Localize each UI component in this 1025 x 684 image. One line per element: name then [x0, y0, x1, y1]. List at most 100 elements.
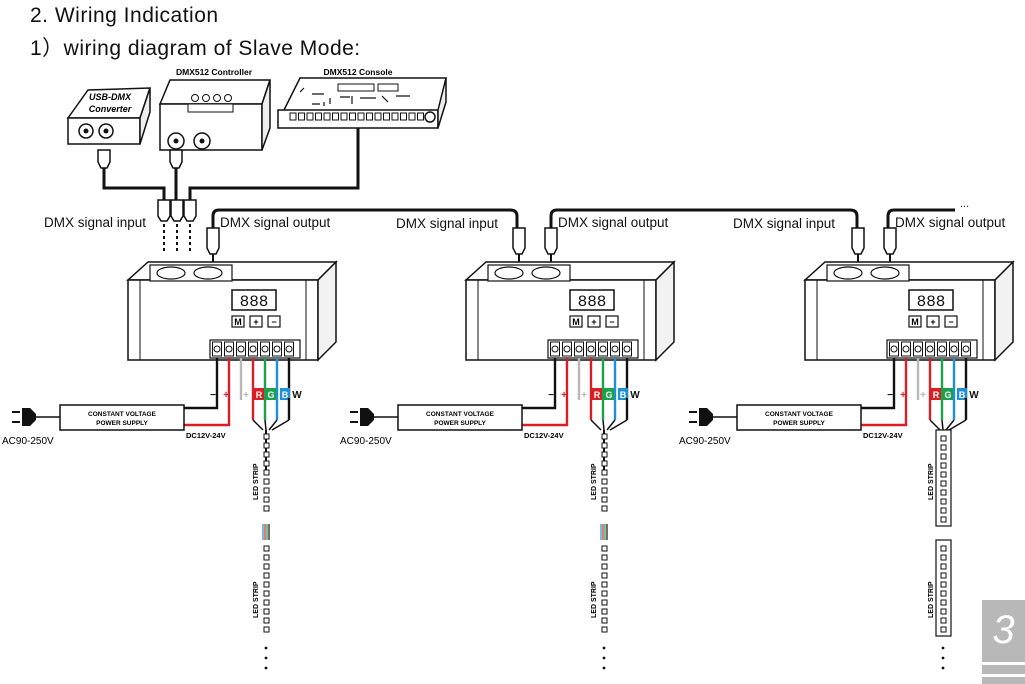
ac-plug-icon	[360, 408, 374, 426]
svg-text:B: B	[282, 390, 289, 400]
page-number-tab: 3	[982, 600, 1025, 684]
led-display	[908, 289, 954, 311]
power-supply	[736, 404, 862, 431]
wire-label-5	[957, 388, 967, 400]
section-heading: 2. Wiring Indication	[30, 4, 219, 27]
display-digits: 888	[578, 293, 607, 311]
console-label: DMX512 Console	[324, 67, 393, 77]
ac-plug-icon	[699, 408, 713, 426]
dmx-input-plug	[851, 227, 865, 255]
controller-label: DMX512 Controller	[176, 67, 253, 77]
dmx-input-label-2: DMX signal input	[396, 216, 499, 231]
wire-label-3	[592, 388, 602, 400]
display-digits: 888	[917, 293, 946, 311]
svg-text:R: R	[256, 390, 263, 400]
plus-button-label: +	[930, 317, 935, 327]
m-button-label: M	[911, 317, 919, 327]
svg-text:R: R	[933, 390, 940, 400]
m-button[interactable]	[908, 315, 922, 328]
wire-label-2: +	[243, 390, 249, 401]
input-plugs	[157, 199, 197, 222]
minus-button-label: −	[609, 317, 614, 327]
psu-label-line2: POWER SUPPLY	[773, 420, 825, 427]
dmx-link-cables	[211, 208, 955, 228]
minus-button[interactable]	[605, 315, 619, 328]
m-button-label: M	[234, 317, 242, 327]
dmx-output-label-2: DMX signal output	[558, 215, 669, 230]
ac-input-label: AC90-250V	[679, 436, 731, 447]
led-strip-label-2: LED STRIP	[253, 581, 260, 618]
page-number: 3	[992, 608, 1015, 652]
led-display	[231, 289, 277, 311]
wire-label-0: −	[210, 390, 216, 401]
m-button[interactable]	[231, 315, 245, 328]
power-supply	[397, 404, 523, 431]
usb-dmx-label-line1: USB-DMX	[89, 92, 132, 102]
wire-label-1: +	[900, 390, 906, 401]
m-button-label: M	[572, 317, 580, 327]
led-strip: LED STRIP LED STRIP	[591, 430, 608, 670]
minus-button[interactable]	[944, 315, 958, 328]
wire-label-2: +	[581, 390, 587, 401]
led-strip: LED STRIP LED STRIP	[253, 430, 270, 670]
continuation-ellipsis: ...	[960, 198, 970, 210]
svg-text:G: G	[944, 390, 951, 400]
wire-label-4	[604, 388, 614, 400]
plus-button-label: +	[253, 317, 258, 327]
led-strip-label: LED STRIP	[591, 463, 598, 500]
wire-label-5	[280, 388, 290, 400]
wire-label-4	[943, 388, 953, 400]
psu-label-line1: CONSTANT VOLTAGE	[88, 411, 157, 418]
psu-label-line2: POWER SUPPLY	[96, 420, 148, 427]
dmx512-console: DMX512 Console	[276, 67, 447, 129]
ac-plug-icon	[22, 408, 36, 426]
display-digits: 888	[240, 293, 269, 311]
ac-input-label: AC90-250V	[2, 436, 54, 447]
plus-button-label: +	[591, 317, 596, 327]
dmx512-controller: DMX512 Controller	[158, 67, 272, 151]
plus-button[interactable]	[926, 315, 940, 328]
dmx-output-plug	[883, 227, 897, 255]
led-strip-label: LED STRIP	[253, 463, 260, 500]
led-strip: LED STRIP LED STRIP	[928, 429, 952, 670]
wire-label-5	[618, 388, 628, 400]
ac-input-label: AC90-250V	[340, 436, 392, 447]
dc-output-label: DC12V-24V	[863, 431, 903, 440]
dmx-output-label-1: DMX signal output	[220, 215, 331, 230]
plus-button[interactable]	[587, 315, 601, 328]
wire-label-6: W	[292, 390, 302, 401]
minus-button[interactable]	[267, 315, 281, 328]
wire-label-1: +	[561, 390, 567, 401]
dc-output-label: DC12V-24V	[524, 431, 564, 440]
minus-button-label: −	[948, 317, 953, 327]
usb-dmx-converter: USB-DMX Converter	[66, 87, 152, 145]
wire-label-2: +	[920, 390, 926, 401]
wire-label-4	[266, 388, 276, 400]
minus-button-label: −	[271, 317, 276, 327]
source-cables	[102, 128, 360, 200]
svg-text:B: B	[620, 390, 627, 400]
usb-dmx-label-line2: Converter	[89, 104, 132, 114]
dmx-input-label-3: DMX signal input	[733, 216, 836, 231]
psu-label-line1: CONSTANT VOLTAGE	[765, 411, 834, 418]
led-display	[569, 289, 615, 311]
wire-label-0: −	[548, 390, 554, 401]
led-strip-label: LED STRIP	[928, 463, 935, 500]
dmx-output-plug	[206, 227, 220, 255]
subsection-heading: 1）wiring diagram of Slave Mode:	[30, 37, 361, 60]
led-strip-label-2: LED STRIP	[928, 581, 935, 618]
led-strip-label-2: LED STRIP	[591, 581, 598, 618]
psu-label-line2: POWER SUPPLY	[434, 420, 486, 427]
dc-output-label: DC12V-24V	[186, 431, 226, 440]
plus-button[interactable]	[249, 315, 263, 328]
wire-label-3	[254, 388, 264, 400]
dmx-output-label-3: DMX signal output	[895, 215, 1006, 230]
m-button[interactable]	[569, 315, 583, 328]
dmx-output-plug	[544, 227, 558, 255]
svg-text:R: R	[594, 390, 601, 400]
